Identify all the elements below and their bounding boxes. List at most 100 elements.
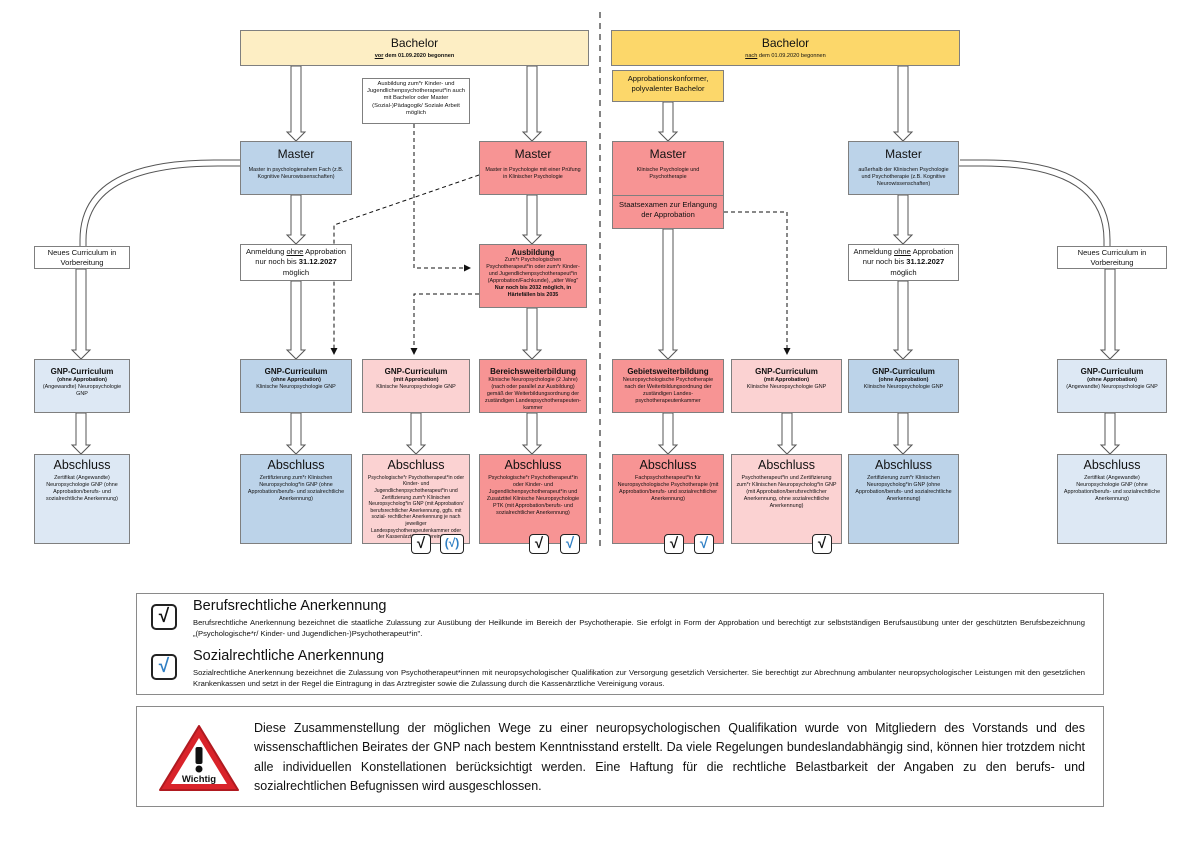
ausbildung-note-text: Ausbildung zum*r Kinder- und Jugendliche…: [367, 81, 465, 116]
ausbildung-note-box: Ausbildung zum*r Kinder- und Jugendliche…: [362, 78, 470, 124]
curriculum-8-sub: (ohne Approbation): [1087, 376, 1137, 383]
hollow-down-arrow: [285, 65, 307, 142]
curriculum-2-text: Klinische Neuropsychologie GNP: [256, 383, 336, 390]
hollow-down-arrow: [70, 412, 92, 455]
abschluss-2-box: Abschluss Zertifizierung zum*r Klinische…: [240, 454, 352, 544]
abschluss-1-title: Abschluss: [53, 458, 111, 472]
bachelor-after-date: dem 01.09.2020 begonnen: [757, 52, 826, 59]
abschluss-6-text: Psychotherapeut*in und Zertifizierung zu…: [736, 474, 837, 509]
abschluss-5-box: Abschluss Fachpsychotherapeut*in für Neu…: [612, 454, 724, 544]
curriculum-1-text: (Angewandte) Neuropsychologie GNP: [42, 383, 122, 397]
sozial-legend-title: Sozialrechtliche Anerkennung: [193, 648, 385, 664]
curriculum-3-title: GNP-Curriculum: [384, 367, 448, 376]
curriculum-6-text: Klinische Neuropsychologie GNP: [746, 383, 827, 390]
abschluss-5-text: Fachpsychotherapeut*in für Neuropsycholo…: [617, 474, 719, 502]
curriculum-angewandt-left-box: GNP-Curriculum (ohne Approbation) (Angew…: [34, 359, 130, 413]
abschluss-6-box: Abschluss Psychotherapeut*in und Zertifi…: [731, 454, 842, 544]
anmeldung-left-date: 31.12.2027: [298, 257, 337, 267]
approbation-bachelor-text: Approbationskonformer, polyvalenter Bach…: [627, 74, 709, 94]
curriculum-6-sub: (mit Approbation): [763, 376, 809, 383]
anmeldung-right-date: 31.12.2027: [906, 257, 945, 267]
abschluss-2-text: Zertifizierung zum*r Klinischen Neuropsy…: [247, 474, 345, 502]
curriculum-angewandt-right-box: GNP-Curriculum (ohne Approbation) (Angew…: [1057, 359, 1167, 413]
master-clinical-title: Master: [649, 147, 687, 161]
curriculum-4-title: Bereichsweiterbildung: [490, 367, 576, 376]
sozial-partial-check-icon: (√): [440, 534, 464, 554]
warning-box: Wichtig Diese Zusammenstellung der mögli…: [136, 706, 1104, 807]
sozial-legend-icon: √: [151, 654, 177, 680]
abschluss-7-box: Abschluss Zertifizierung zum*r Klinische…: [848, 454, 959, 544]
curriculum-8-text: (Angewandte) Neuropsychologie GNP: [1066, 383, 1158, 390]
hollow-down-arrow: [1099, 268, 1121, 360]
abschluss-1-text: Zertifikat (Angewandte) Neuropsychologie…: [46, 474, 118, 502]
ausbildung-text: Zum*r Psychologischen Psychotherapeut*in…: [486, 257, 580, 285]
master-clinical-sub: Klinische Psychologie und Psychotherapie: [636, 166, 700, 181]
hollow-down-arrow: [776, 412, 798, 455]
abschluss-7-text: Zertifizierung zum*r Klinischen Neuropsy…: [855, 474, 952, 502]
master-psychology-title: Master: [514, 147, 552, 161]
abschluss-3-title: Abschluss: [387, 458, 445, 472]
gebietsweiterbildung-box: Gebietsweiterbildung Neuropsychologische…: [612, 359, 724, 413]
warning-triangle-icon: Wichtig: [159, 725, 239, 791]
branch-lines: [79, 159, 1111, 246]
curriculum-mit-approbation-right-box: GNP-Curriculum (mit Approbation) Klinisc…: [731, 359, 842, 413]
hollow-down-arrow: [657, 228, 679, 360]
anmeldung-right-box: Anmeldung ohne Approbation nur noch bis …: [848, 244, 959, 281]
staatsexamen-box: Staatsexamen zur Erlangung der Approbati…: [612, 195, 724, 229]
curriculum-2-title: GNP-Curriculum: [264, 367, 328, 376]
curriculum-klinisch-left-box: GNP-Curriculum (ohne Approbation) Klinis…: [240, 359, 352, 413]
anmeldung-right-underline: ohne: [893, 247, 911, 256]
abschluss-3-box: Abschluss Psychologische*r Psychotherape…: [362, 454, 470, 544]
sozial-check-icon: √: [694, 534, 714, 554]
bachelor-before-date-prefix: vor: [374, 52, 384, 59]
master-psychology-box: Master Master in Psychologie mit einer P…: [479, 141, 587, 195]
curriculum-7-sub: (ohne Approbation): [878, 376, 929, 383]
abschluss-4-text: Psychologische*r Psychotherapeut*in oder…: [486, 474, 580, 516]
curriculum-4-text: Klinische Neuropsychologie (2 Jahre) (na…: [485, 376, 581, 411]
curriculum-5-text: Neuropsychologische Psychotherapie nach …: [622, 376, 714, 404]
neues-curriculum-right-text: Neues Curriculum in Vorbereitung: [1077, 248, 1147, 268]
master-related-title: Master: [277, 147, 315, 161]
curriculum-2-sub: (ohne Approbation): [271, 376, 321, 383]
hollow-down-arrow: [521, 194, 543, 245]
legend-box: √ Berufsrechtliche Anerkennung Berufsrec…: [136, 593, 1104, 695]
anmeldung-left-box: Anmeldung ohne Approbation nur noch bis …: [240, 244, 352, 281]
master-psychology-sub: Master in Psychologie mit einer Prüfung …: [485, 166, 581, 181]
bachelor-before-box: Bachelor vor dem 01.09.2020 begonnen: [240, 30, 589, 66]
berufs-check-icon: √: [664, 534, 684, 554]
neues-curriculum-right-box: Neues Curriculum in Vorbereitung: [1057, 246, 1167, 269]
bachelor-before-title: Bachelor: [390, 36, 439, 50]
master-related-sub: Master in psychologienahem Fach (z.B. Ko…: [248, 166, 344, 181]
abschluss-6-title: Abschluss: [758, 458, 815, 472]
bachelor-before-date: dem 01.09.2020 begonnen: [383, 52, 455, 59]
abschluss-8-text: Zertifikat (Angewandte) Neuropsychologie…: [1063, 474, 1161, 502]
approbation-bachelor-box: Approbationskonformer, polyvalenter Bach…: [612, 70, 724, 102]
berufs-check-icon: √: [812, 534, 832, 554]
berufs-check-icon: √: [411, 534, 431, 554]
bachelor-after-box: Bachelor nach dem 01.09.2020 begonnen: [611, 30, 960, 66]
hollow-down-arrow: [892, 412, 914, 455]
abschluss-3-text: Psychologische*r Psychotherapeut*in oder…: [367, 474, 465, 541]
ausbildung-box: Ausbildung Zum*r Psychologischen Psychot…: [479, 244, 587, 308]
abschluss-2-title: Abschluss: [267, 458, 325, 472]
hollow-down-arrow: [892, 194, 914, 245]
abschluss-4-box: Abschluss Psychologische*r Psychotherape…: [479, 454, 587, 544]
curriculum-3-text: Klinische Neuropsychologie GNP: [376, 383, 456, 390]
abschluss-5-title: Abschluss: [639, 458, 697, 472]
neues-curriculum-left-box: Neues Curriculum in Vorbereitung: [34, 246, 130, 269]
master-clinical-box: Master Klinische Psychologie und Psychot…: [612, 141, 724, 195]
curriculum-8-title: GNP-Curriculum: [1080, 367, 1144, 376]
abschluss-4-title: Abschluss: [504, 458, 562, 472]
master-outside-title: Master: [885, 147, 922, 161]
hollow-down-arrow: [892, 65, 914, 142]
abschluss-7-title: Abschluss: [875, 458, 932, 472]
hollow-down-arrow: [1099, 412, 1121, 455]
curriculum-7-text: Klinische Neuropsychologie GNP: [863, 383, 944, 390]
hollow-down-arrow: [285, 194, 307, 245]
sozial-check-icon: √: [560, 534, 580, 554]
hollow-down-arrow: [285, 280, 307, 360]
bereichsweiterbildung-box: Bereichsweiterbildung Klinische Neuropsy…: [479, 359, 587, 413]
anmeldung-right-pre: Anmeldung: [853, 247, 894, 256]
curriculum-6-title: GNP-Curriculum: [755, 367, 818, 376]
master-outside-box: Master außerhalb der Klinischen Psycholo…: [848, 141, 959, 195]
